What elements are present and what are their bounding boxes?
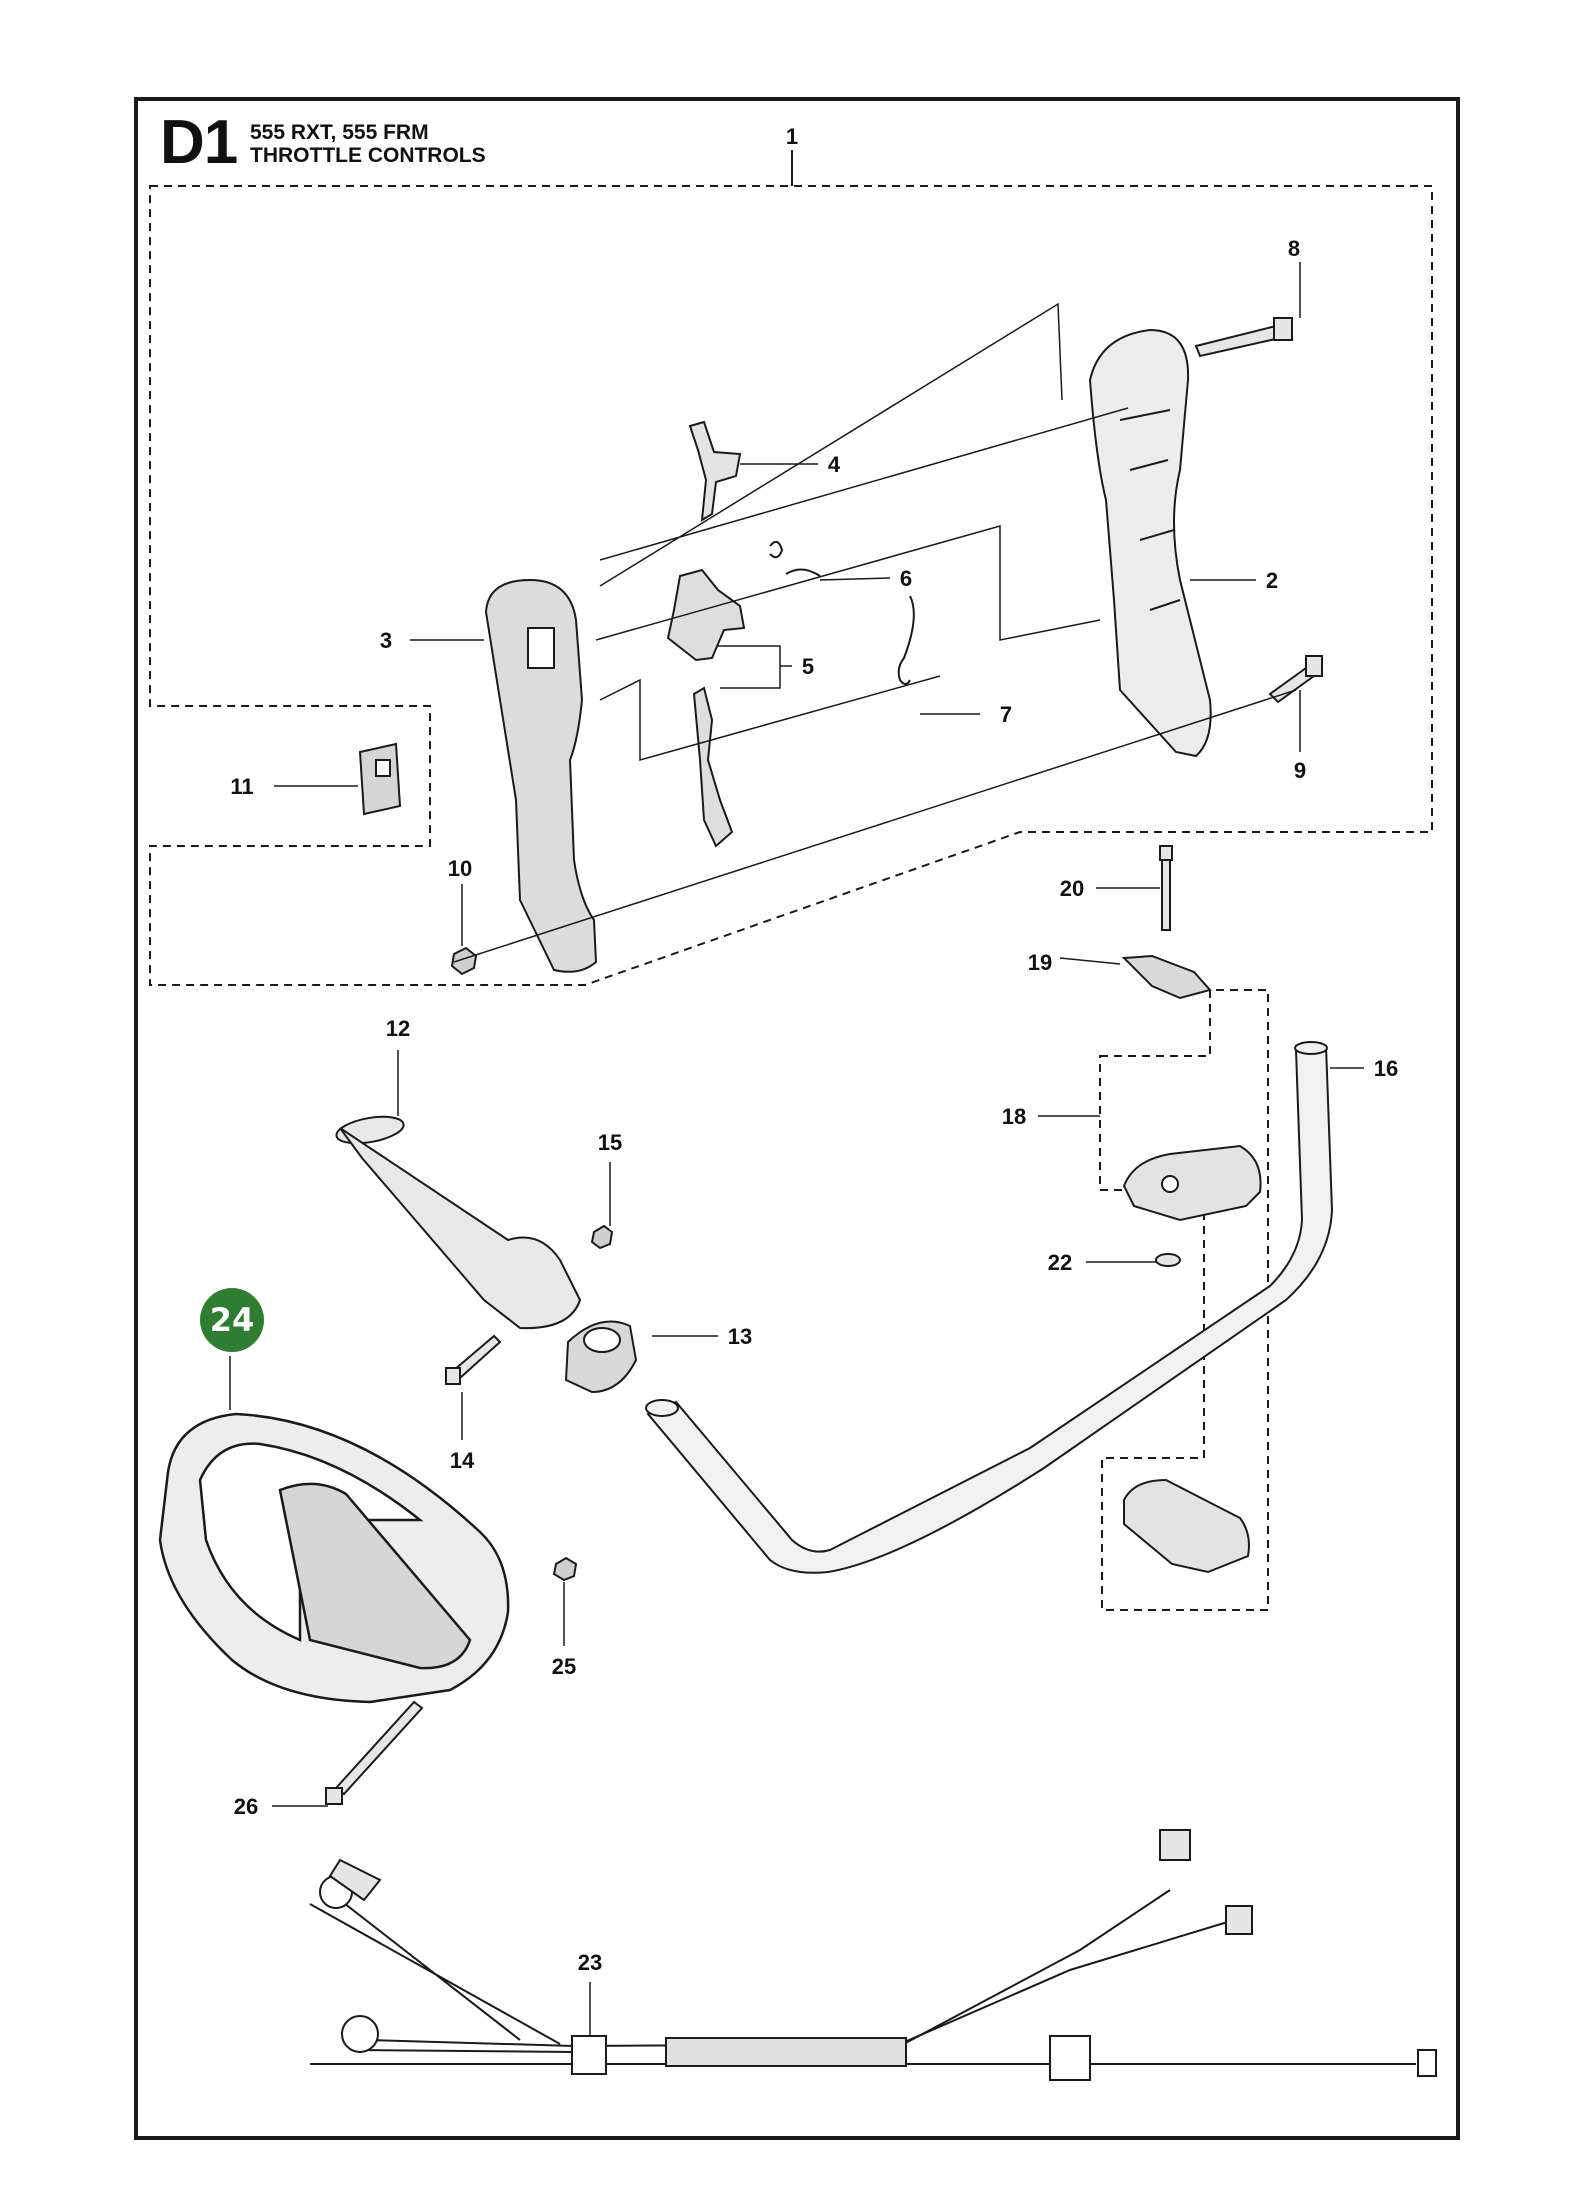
screw-26 xyxy=(325,1700,424,1805)
part-label-16: 16 xyxy=(1374,1056,1398,1081)
part-label-6: 6 xyxy=(900,566,912,591)
nut-10 xyxy=(450,946,478,976)
wedge-19 xyxy=(1121,954,1212,1000)
part-label-12: 12 xyxy=(386,1016,410,1041)
page-frame xyxy=(134,97,1460,2140)
handlebar-tube-16 xyxy=(645,1041,1334,1574)
highlight-badge-24[interactable]: 24 xyxy=(200,1288,264,1352)
part-label-7: 7 xyxy=(1000,702,1012,727)
assembly-alignment-lines xyxy=(453,302,1297,963)
leader-lines xyxy=(229,262,1364,2036)
assembly-18-boundary xyxy=(1099,989,1269,1611)
clamp-knob-13 xyxy=(564,1320,638,1394)
screw-20 xyxy=(1159,845,1173,931)
part-label-25: 25 xyxy=(552,1654,576,1679)
stop-switch-11 xyxy=(358,742,402,816)
throttle-lockout-4 xyxy=(688,420,742,522)
part-label-23: 23 xyxy=(578,1950,602,1975)
part-label-26: 26 xyxy=(234,1794,258,1819)
nut-25 xyxy=(552,1556,578,1582)
nut-15 xyxy=(590,1224,614,1250)
screw-14 xyxy=(445,1334,502,1385)
part-label-1: 1 xyxy=(786,124,798,149)
part-label-13: 13 xyxy=(728,1324,752,1349)
screw-9 xyxy=(1268,655,1323,704)
part-label-10: 10 xyxy=(448,856,472,881)
model-names: 555 RXT, 555 FRM xyxy=(250,121,429,144)
part-label-5: 5 xyxy=(802,654,814,679)
part-label-19: 19 xyxy=(1028,950,1052,975)
part-label-3: 3 xyxy=(380,628,392,653)
washer-22 xyxy=(1155,1253,1181,1267)
rear-handle-half-3 xyxy=(484,578,598,973)
section-code: D1 xyxy=(160,108,238,177)
loop-handle-24 xyxy=(158,1412,510,1704)
springs-6-7 xyxy=(769,540,915,685)
rear-handle-half-2 xyxy=(1088,328,1212,758)
part-label-22: 22 xyxy=(1048,1250,1072,1275)
screw-8 xyxy=(1194,317,1293,358)
throttle-trigger-5 xyxy=(666,568,746,848)
part-label-11: 11 xyxy=(230,774,253,799)
part-label-2: 2 xyxy=(1266,568,1278,593)
part-label-14: 14 xyxy=(450,1448,475,1473)
part-label-15: 15 xyxy=(598,1130,622,1155)
assembly-1-boundary xyxy=(149,185,1433,986)
grip-12 xyxy=(335,1115,582,1330)
part-label-4: 4 xyxy=(828,452,841,477)
part-label-20: 20 xyxy=(1060,876,1084,901)
diagram-title: THROTTLE CONTROLS xyxy=(250,144,486,167)
part-label-18: 18 xyxy=(1002,1104,1026,1129)
cable-harness-23 xyxy=(309,1829,1437,2081)
part-label-8: 8 xyxy=(1288,236,1300,261)
part-labels: 1 2 3 4 5 6 7 8 9 10 11 12 13 14 15 16 1… xyxy=(230,124,1398,1975)
bracket-18 xyxy=(1122,1144,1262,1574)
part-label-9: 9 xyxy=(1294,758,1306,783)
